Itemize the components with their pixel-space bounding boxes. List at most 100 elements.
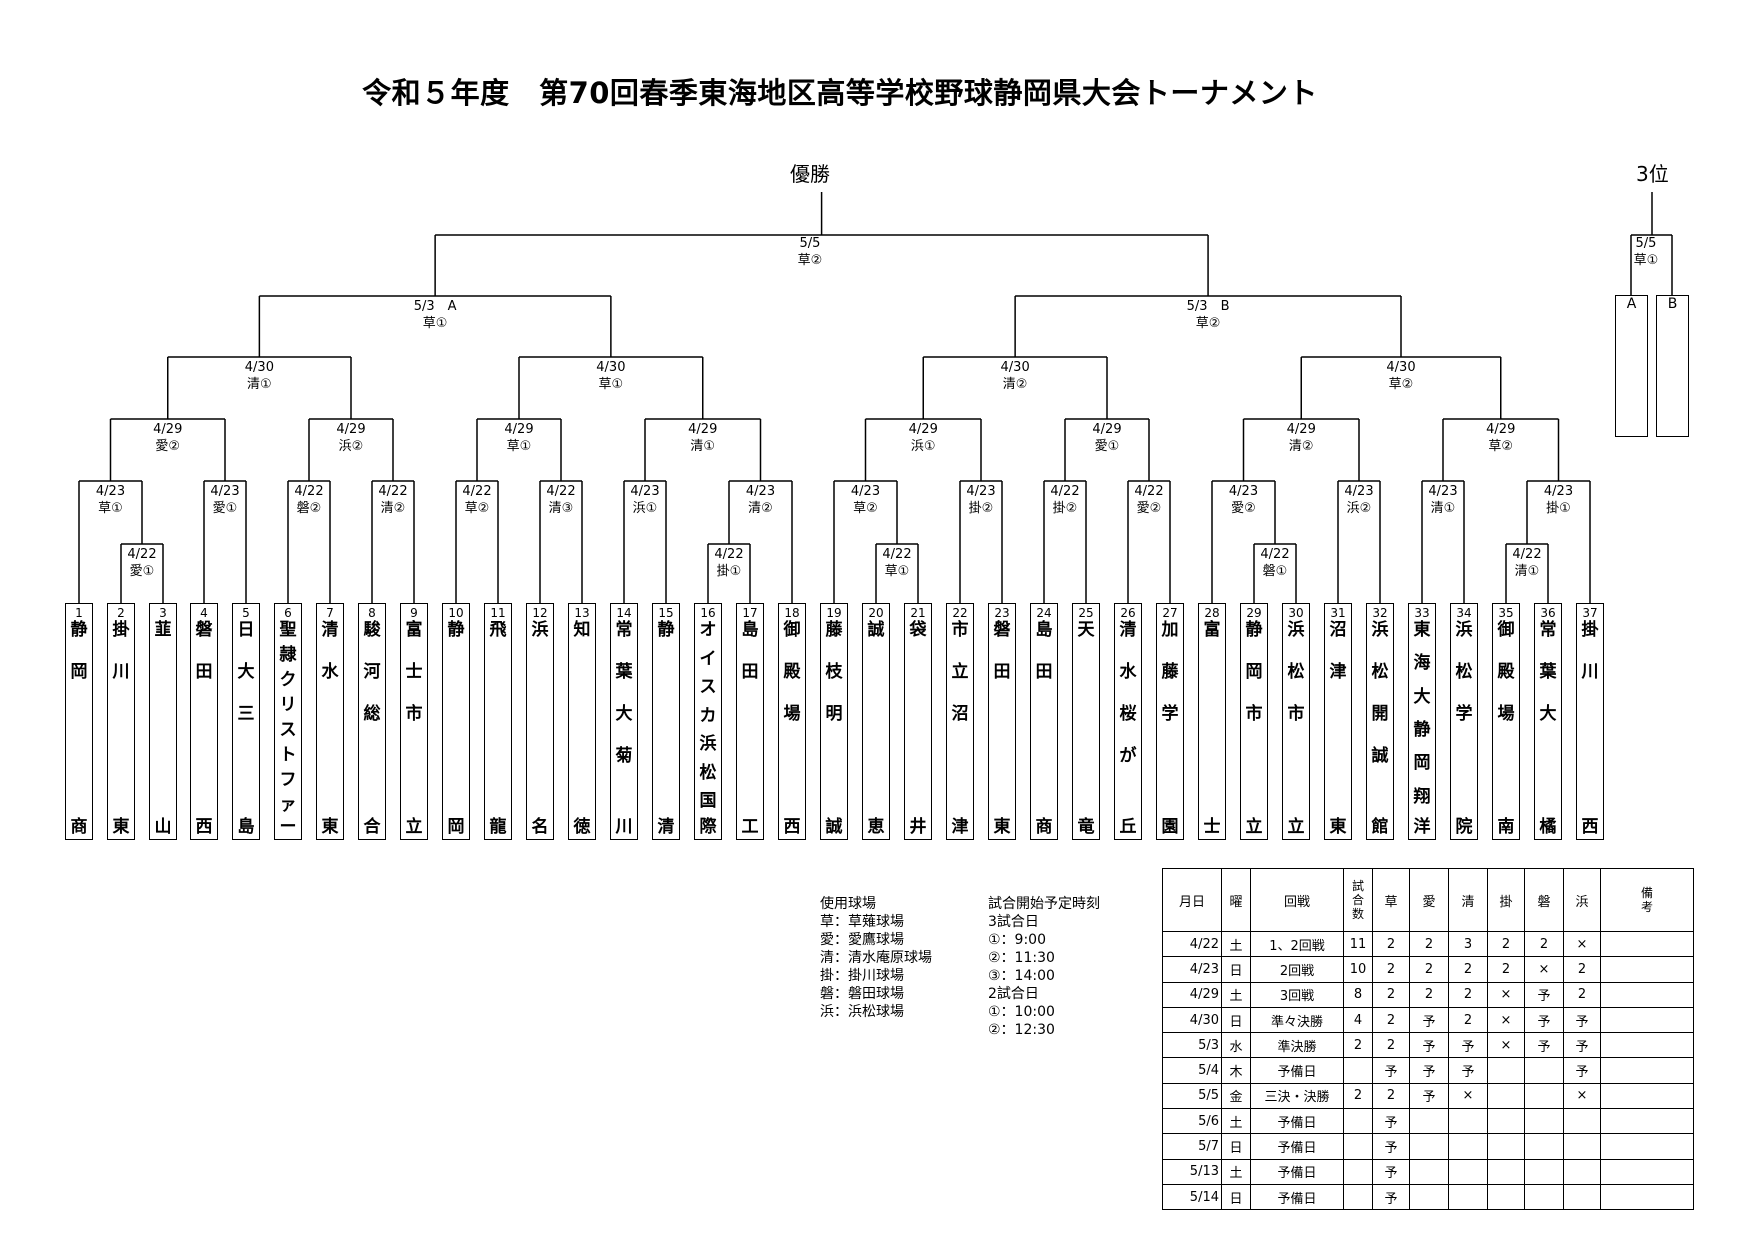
team-number: 22 — [952, 606, 968, 620]
schedule-cell: 予備日 — [1250, 1158, 1344, 1185]
team-name-last-char: 西 — [195, 817, 213, 837]
team-name-last-char: 院 — [1455, 817, 1473, 837]
schedule-cell: 予 — [1409, 1032, 1449, 1059]
team-number: 12 — [532, 606, 548, 620]
schedule-cell: 10 — [1343, 956, 1373, 983]
schedule-cell — [1343, 1183, 1373, 1211]
team-name-last-char: 合 — [363, 817, 381, 837]
team-name: 静 — [657, 620, 675, 640]
schedule-cell: 2 — [1343, 1032, 1373, 1059]
team-number: 14 — [616, 606, 632, 620]
schedule-cell: × — [1487, 1032, 1525, 1059]
round2-match-label: 4/23 掛① — [1543, 484, 1574, 516]
round3-match-label: 4/29 愛② — [153, 422, 183, 454]
schedule-cell: 予 — [1409, 1057, 1449, 1084]
round2-match-label: 4/23 浜① — [630, 484, 660, 516]
team-name-last-char: 立 — [405, 817, 423, 837]
schedule-cell: 予 — [1524, 1006, 1564, 1034]
team-name: 御殿場 — [783, 620, 801, 724]
schedule-cell: 予 — [1524, 1032, 1564, 1059]
schedule-cell: 土 — [1221, 1108, 1251, 1135]
team-name: 市立沼 — [951, 620, 969, 724]
round3-match-label: 4/29 清② — [1286, 422, 1316, 454]
schedule-header-cell: 草 — [1372, 868, 1410, 932]
team-name-last-char: ー — [279, 817, 297, 837]
team-name: 清水桜が — [1119, 620, 1137, 766]
schedule-cell — [1563, 1133, 1601, 1160]
team-number: 23 — [994, 606, 1010, 620]
schedule-cell: 金 — [1221, 1082, 1251, 1110]
schedule-cell — [1487, 1183, 1525, 1211]
start-times: 試合開始予定時刻 3試合日 ①：9:00 ②：11:30 ③：14:00 2試合… — [988, 896, 1100, 1038]
schedule-cell — [1409, 1133, 1449, 1160]
team-name: 磐田 — [195, 620, 213, 682]
final-label: 5/5 草② — [797, 236, 823, 268]
team-name: 日大三 — [237, 620, 255, 724]
schedule-cell: × — [1563, 1082, 1601, 1110]
schedule-cell — [1600, 1183, 1694, 1211]
round2-match-label: 4/23 清① — [1428, 484, 1458, 516]
schedule-cell: 2 — [1372, 981, 1410, 1008]
round2-match-label: 4/23 清② — [745, 484, 776, 516]
round3-match-label: 4/29 清① — [688, 422, 718, 454]
team-name-last-char: 立 — [1287, 817, 1305, 837]
team-name: 浜松学 — [1455, 620, 1473, 724]
team-number: 35 — [1498, 606, 1514, 620]
schedule-cell — [1600, 1108, 1694, 1135]
schedule-cell: 予 — [1448, 1057, 1488, 1084]
schedule-cell: 4/30 — [1162, 1006, 1222, 1034]
team-name: 誠 — [867, 620, 885, 640]
team-name: 島田 — [741, 620, 759, 682]
schedule-cell: 2 — [1372, 930, 1410, 958]
schedule-cell: 2回戦 — [1250, 956, 1344, 983]
schedule-cell — [1487, 1082, 1525, 1110]
schedule-cell — [1563, 1108, 1601, 1135]
team-number: 5 — [242, 606, 250, 620]
schedule-cell: 予 — [1409, 1006, 1449, 1034]
round2-match-label: 4/23 草① — [95, 484, 126, 516]
team-name-last-char: 津 — [951, 817, 969, 837]
schedule-cell: 予備日 — [1250, 1108, 1344, 1135]
team-name-last-char: 工 — [741, 817, 759, 837]
team-name-last-char: 東 — [321, 817, 339, 837]
schedule-cell: 予備日 — [1250, 1057, 1344, 1084]
team-number: 25 — [1078, 606, 1094, 620]
schedule-cell — [1563, 1183, 1601, 1211]
schedule-cell — [1343, 1057, 1373, 1084]
schedule-cell — [1563, 1158, 1601, 1185]
team-number: 33 — [1414, 606, 1430, 620]
team-name: 駿河総 — [363, 620, 381, 724]
round3-match-label: 4/29 草① — [504, 422, 534, 454]
schedule-cell — [1524, 1158, 1564, 1185]
schedule-cell — [1448, 1108, 1488, 1135]
schedule-cell: 5/13 — [1162, 1158, 1222, 1185]
team-name-last-char: 際 — [699, 817, 717, 837]
round2-match-label: 4/23 草② — [850, 484, 881, 516]
schedule-cell — [1409, 1158, 1449, 1185]
schedule-cell: 5/7 — [1162, 1133, 1222, 1160]
team-number: 7 — [326, 606, 334, 620]
team-name-last-char: 誠 — [825, 817, 843, 837]
page-title: 令和５年度 第70回春季東海地区高等学校野球静岡県大会トーナメント — [362, 76, 1318, 110]
quarterfinal-label: 4/30 草② — [1386, 360, 1416, 392]
team-number: 36 — [1540, 606, 1556, 620]
schedule-cell: 日 — [1221, 1183, 1251, 1211]
